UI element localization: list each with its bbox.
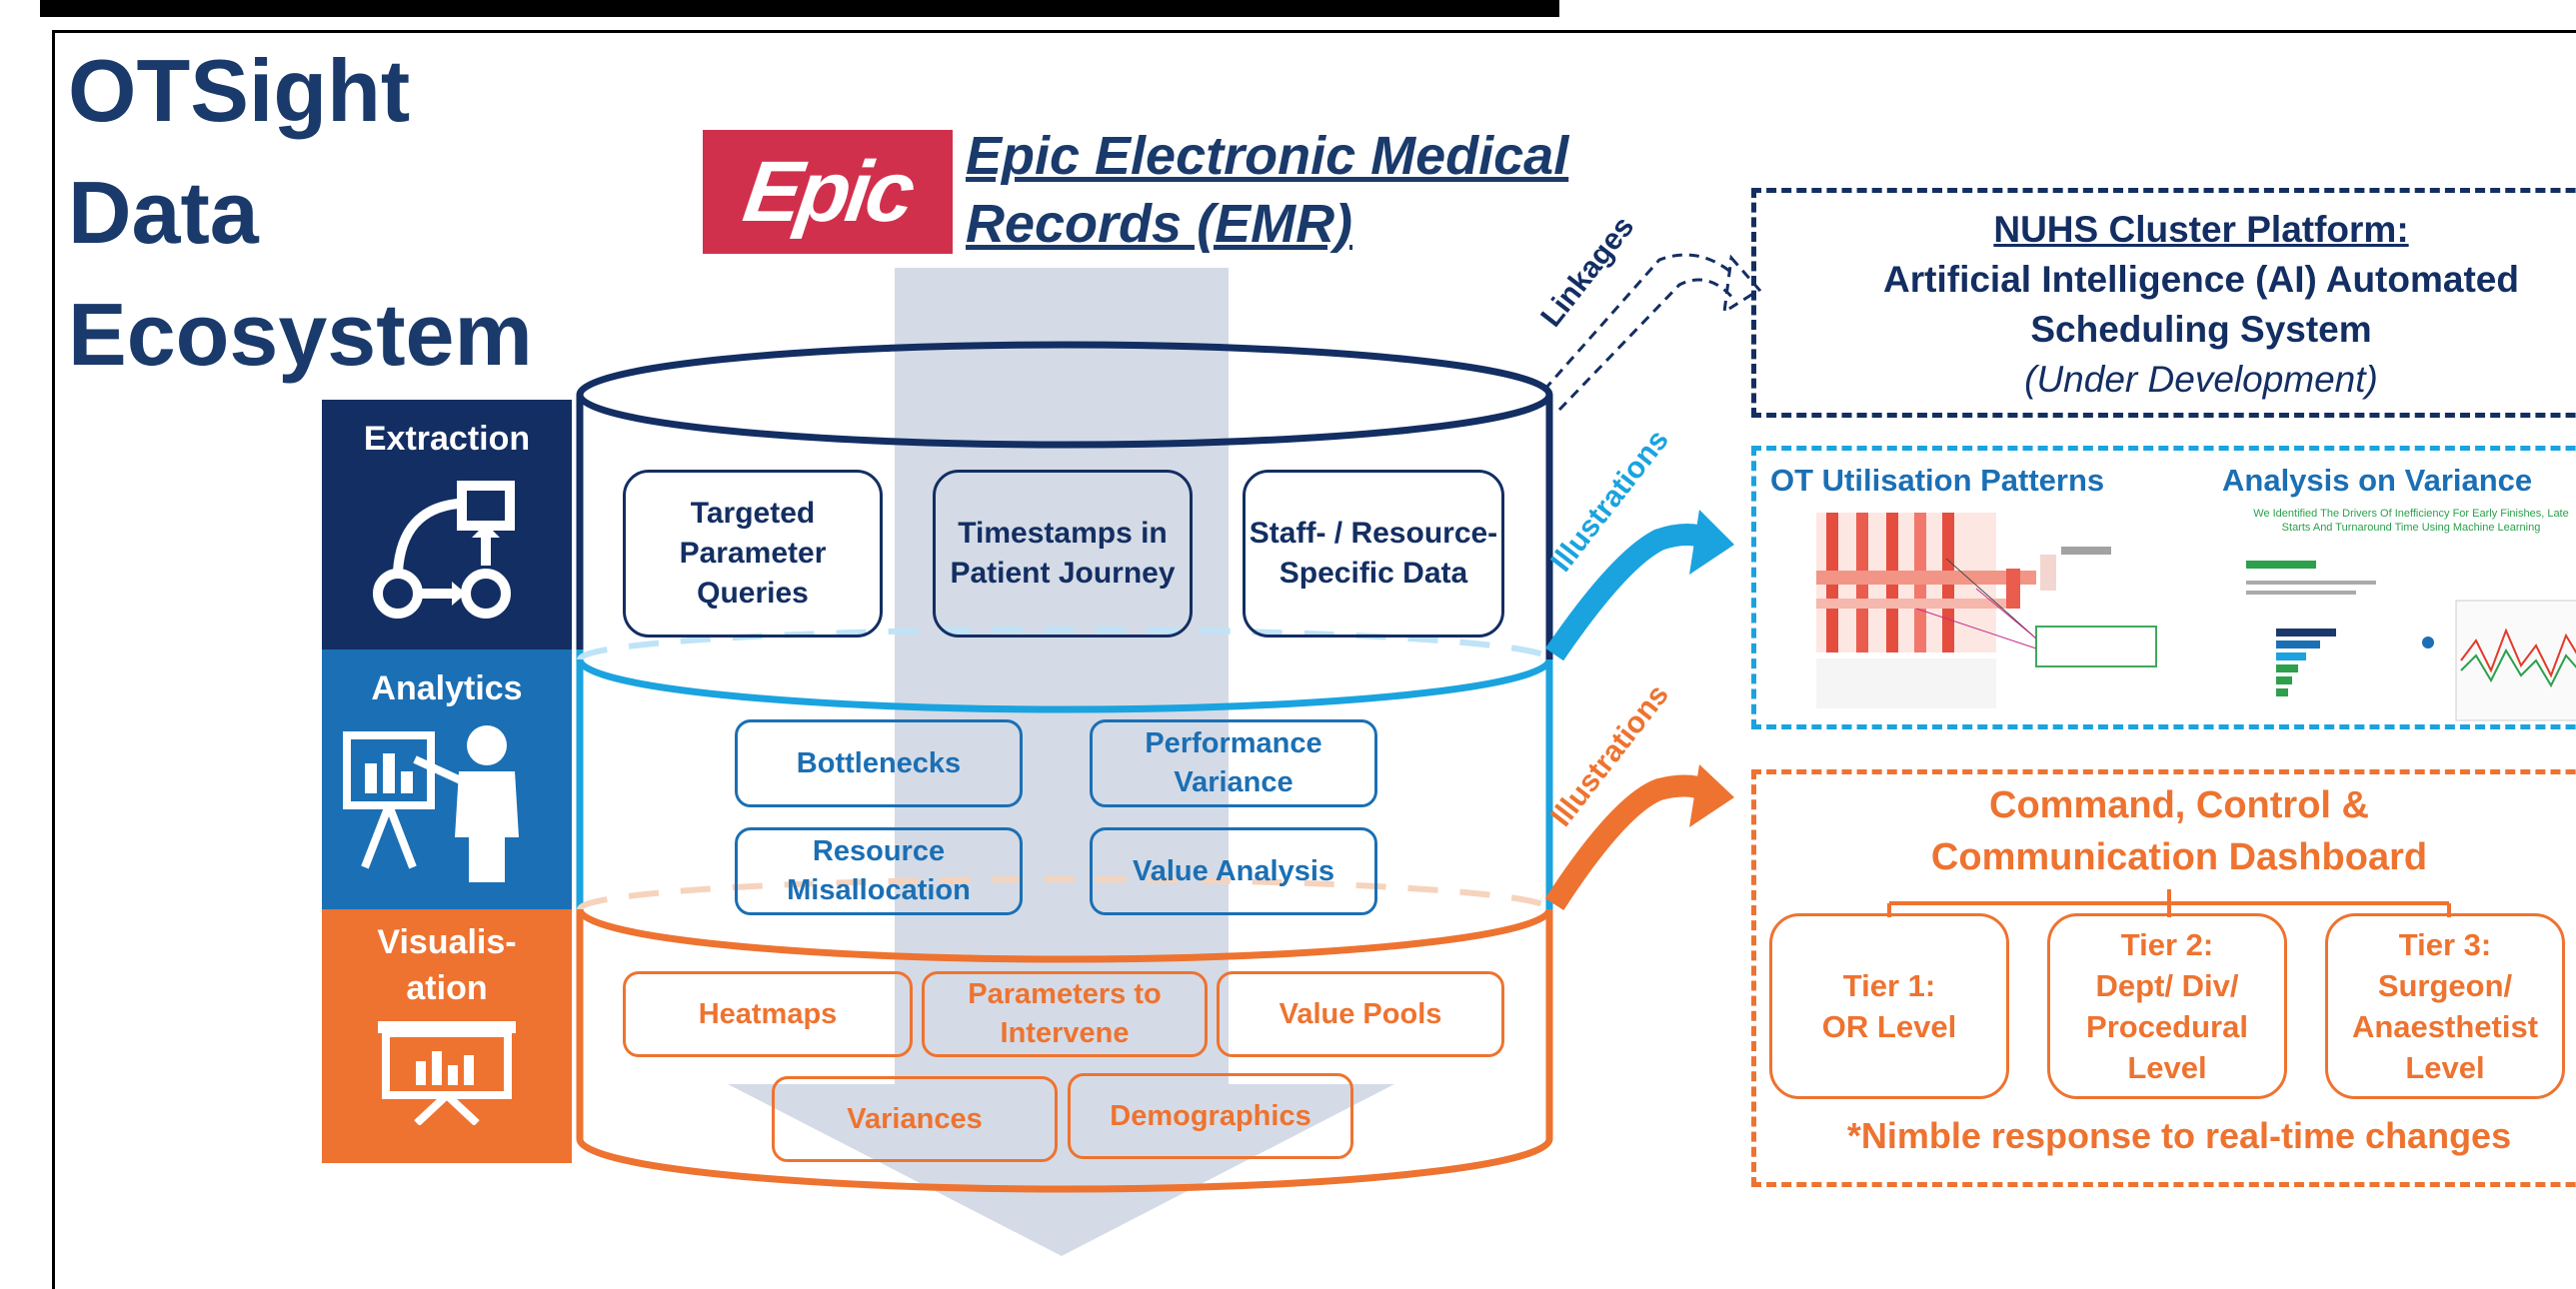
performance-variance-box: Performance Variance bbox=[1090, 719, 1377, 807]
page-title: OTSight Data Ecosystem bbox=[68, 30, 533, 396]
title-line-3: Ecosystem bbox=[68, 285, 533, 384]
linkages-connector bbox=[1542, 253, 1762, 412]
visualisation-label-line-2: ation bbox=[406, 969, 488, 1007]
dashboard-title: Command, Control & Communication Dashboa… bbox=[1799, 779, 2559, 883]
visualisation-item-3: Value Pools bbox=[1279, 997, 1442, 1030]
variance-analysis-heading: Analysis on Variance bbox=[2222, 463, 2533, 498]
tier-2-line-2: Dept/ Div/ bbox=[2095, 968, 2239, 1003]
heatmaps-box: Heatmaps bbox=[623, 971, 913, 1057]
dashboard-title-line-1: Command, Control & bbox=[1989, 784, 2369, 826]
nuhs-line-3: Scheduling System bbox=[2030, 309, 2372, 350]
emr-title-line-1: Epic Electronic Medical bbox=[966, 126, 1569, 186]
variance-subheading: We Identified The Drivers Of Inefficienc… bbox=[2253, 508, 2569, 534]
ecosystem-diagram bbox=[576, 253, 2451, 1256]
extraction-label: Extraction bbox=[363, 420, 531, 458]
dashboard-box bbox=[1751, 769, 2576, 1187]
tier-2-line-1: Tier 2: bbox=[2120, 927, 2214, 962]
bottlenecks-box: Bottlenecks bbox=[735, 719, 1023, 807]
cylinder bbox=[576, 341, 1553, 1193]
visualisation-item-5: Demographics bbox=[1110, 1099, 1311, 1132]
parameters-to-intervene-box: Parameters to Intervene bbox=[922, 971, 1208, 1057]
top-divider-bar bbox=[40, 0, 1559, 17]
analytics-item-1: Bottlenecks bbox=[796, 746, 962, 779]
analytics-label: Analytics bbox=[371, 669, 523, 707]
epic-logo: Epic bbox=[703, 130, 953, 254]
tier-3-box: Tier 3: Surgeon/ Anaesthetist Level bbox=[2325, 913, 2565, 1099]
demographics-box: Demographics bbox=[1068, 1073, 1353, 1159]
visualisation-label-line-1: Visualis- bbox=[377, 923, 517, 961]
nuhs-line-2: Artificial Intelligence (AI) Automated bbox=[1883, 259, 2519, 300]
workflow-icon bbox=[373, 481, 515, 619]
resource-misallocation-box: Resource Misallocation bbox=[735, 827, 1023, 915]
analytics-item-4: Value Analysis bbox=[1132, 854, 1335, 887]
variance-thumbnail bbox=[2246, 561, 2576, 721]
tier-1-line-1: Tier 1: bbox=[1842, 968, 1936, 1003]
visualisation-item-2: Parameters to Intervene bbox=[968, 978, 1162, 1049]
dashboard-footnote: *Nimble response to real-time changes bbox=[1846, 1115, 2512, 1156]
tier-3-line-2: Surgeon/ bbox=[2377, 968, 2513, 1003]
dashboard-title-line-2: Communication Dashboard bbox=[1930, 836, 2428, 878]
visualisation-item-4: Variances bbox=[847, 1102, 983, 1135]
nuhs-platform-box: NUHS Cluster Platform: Artificial Intell… bbox=[1751, 188, 2576, 418]
tier-3-line-3: Anaesthetist bbox=[2351, 1009, 2539, 1044]
extraction-item-1: Targeted Parameter Queries bbox=[679, 497, 827, 610]
timestamps-box: Timestamps in Patient Journey bbox=[933, 470, 1193, 638]
ot-heatmap-thumbnail bbox=[1816, 513, 2157, 708]
variances-box: Variances bbox=[772, 1076, 1058, 1162]
analytics-tile: Analytics bbox=[322, 649, 572, 909]
blue-illustrations-arrow bbox=[1544, 510, 1734, 661]
tier-1-line-2: OR Level bbox=[1821, 1009, 1957, 1044]
visualisation-item-1: Heatmaps bbox=[698, 997, 838, 1030]
staff-resource-data-box: Staff- / Resource- Specific Data bbox=[1243, 470, 1504, 638]
title-line-1: OTSight bbox=[68, 41, 411, 140]
slide-frame bbox=[52, 30, 2576, 1289]
analytics-item-2: Performance Variance bbox=[1145, 727, 1322, 798]
presentation-board-icon bbox=[378, 1021, 516, 1126]
tier-2-line-4: Level bbox=[2127, 1050, 2207, 1085]
analytics-item-3: Resource Misallocation bbox=[787, 835, 971, 906]
value-analysis-box: Value Analysis bbox=[1090, 827, 1377, 915]
tier-1-box: Tier 1: OR Level bbox=[1769, 913, 2009, 1099]
orange-illustrations-arrow bbox=[1544, 764, 1734, 910]
ot-utilisation-heading: OT Utilisation Patterns bbox=[1770, 463, 2105, 498]
extraction-tile: Extraction bbox=[322, 400, 572, 649]
title-line-2: Data bbox=[68, 163, 259, 262]
tier-3-line-1: Tier 3: bbox=[2398, 927, 2492, 962]
emr-title-line-2: Records (EMR) bbox=[966, 194, 1353, 254]
tier-3-line-4: Level bbox=[2405, 1050, 2485, 1085]
tier-2-line-3: Procedural bbox=[2086, 1009, 2248, 1044]
emr-title: Epic Electronic Medical Records (EMR) bbox=[966, 122, 1605, 258]
presenter-icon bbox=[343, 725, 519, 882]
extraction-item-3: Staff- / Resource- Specific Data bbox=[1249, 517, 1498, 590]
targeted-parameter-queries-box: Targeted Parameter Queries bbox=[623, 470, 883, 638]
nuhs-line-4: (Under Development) bbox=[2024, 359, 2378, 400]
illustrations-box: OT Utilisation Patterns Analysis on Vari… bbox=[1751, 446, 2576, 729]
value-pools-box: Value Pools bbox=[1217, 971, 1504, 1057]
extraction-item-2: Timestamps in Patient Journey bbox=[950, 517, 1176, 590]
tier-2-box: Tier 2: Dept/ Div/ Procedural Level bbox=[2047, 913, 2287, 1099]
visualisation-tile: Visualis- ation bbox=[322, 909, 572, 1163]
nuhs-heading: NUHS Cluster Platform: bbox=[1993, 209, 2409, 250]
